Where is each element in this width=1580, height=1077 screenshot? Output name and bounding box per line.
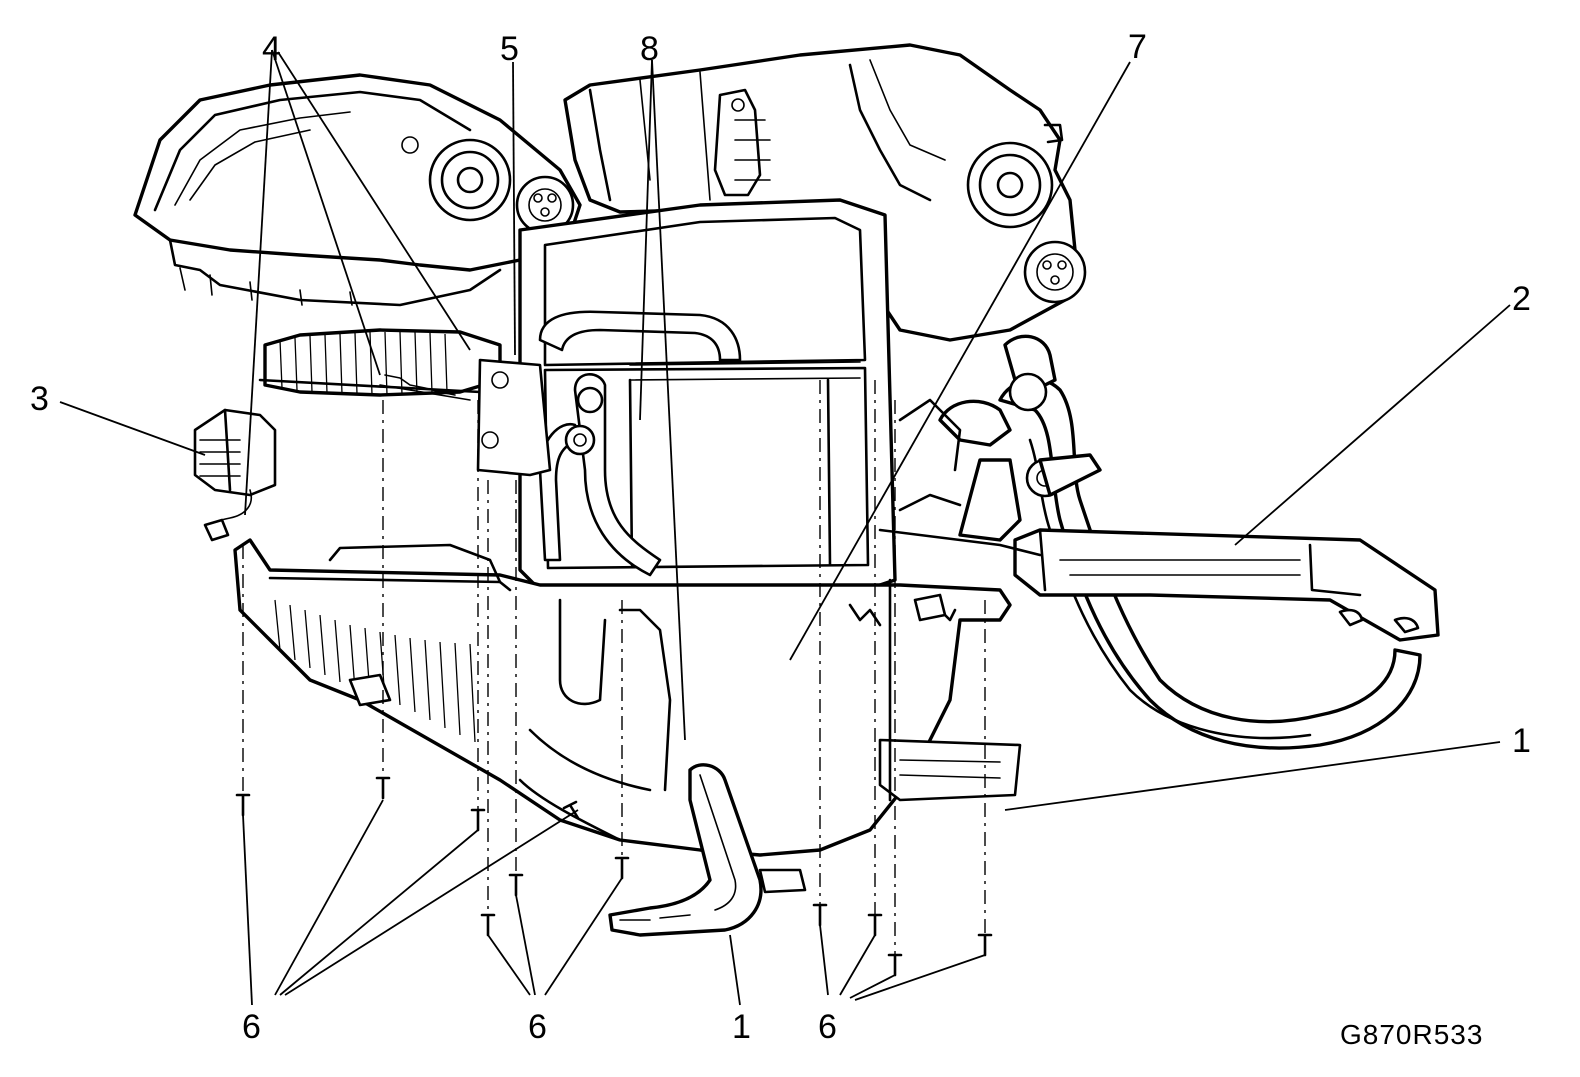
lower-case-housing	[233, 538, 1022, 857]
screw	[867, 913, 883, 937]
screw	[470, 808, 486, 832]
callout-1-bottom: 1	[732, 1008, 751, 1046]
callout-7: 7	[1128, 28, 1147, 66]
callout-4: 4	[262, 30, 281, 68]
callout-8: 8	[640, 30, 659, 68]
callout-6-mid: 6	[528, 1008, 547, 1046]
screw	[235, 793, 251, 817]
callout-1-right: 1	[1512, 722, 1531, 760]
screw-center-lines	[242, 380, 986, 975]
screw	[508, 873, 524, 897]
upper-left-duct-housing	[133, 73, 582, 307]
screw	[375, 776, 391, 800]
leader-lines	[59, 49, 1511, 1006]
callout-3: 3	[30, 380, 49, 418]
figure-code: G870R533	[1340, 1019, 1483, 1050]
callout-2: 2	[1512, 280, 1531, 318]
blower-resistor	[193, 408, 277, 542]
screw	[812, 903, 828, 927]
screw	[480, 913, 496, 937]
mounting-screws	[235, 776, 993, 977]
screw	[977, 933, 993, 957]
mode-actuator-link	[878, 493, 1042, 622]
blower-motor	[258, 328, 552, 477]
callout-labels: 4 5 8 7 2 3 1 6 6 1 6 G870R533	[30, 28, 1531, 1050]
heater-hoses	[898, 334, 1440, 750]
upper-right-distribution-housing	[563, 43, 1087, 342]
screw	[887, 953, 903, 977]
callout-5: 5	[500, 30, 519, 68]
heater-core-box	[518, 198, 897, 592]
drain-tube	[608, 763, 807, 937]
screw	[614, 856, 630, 880]
callout-6-right: 6	[818, 1008, 837, 1046]
callout-6-left: 6	[242, 1008, 261, 1046]
